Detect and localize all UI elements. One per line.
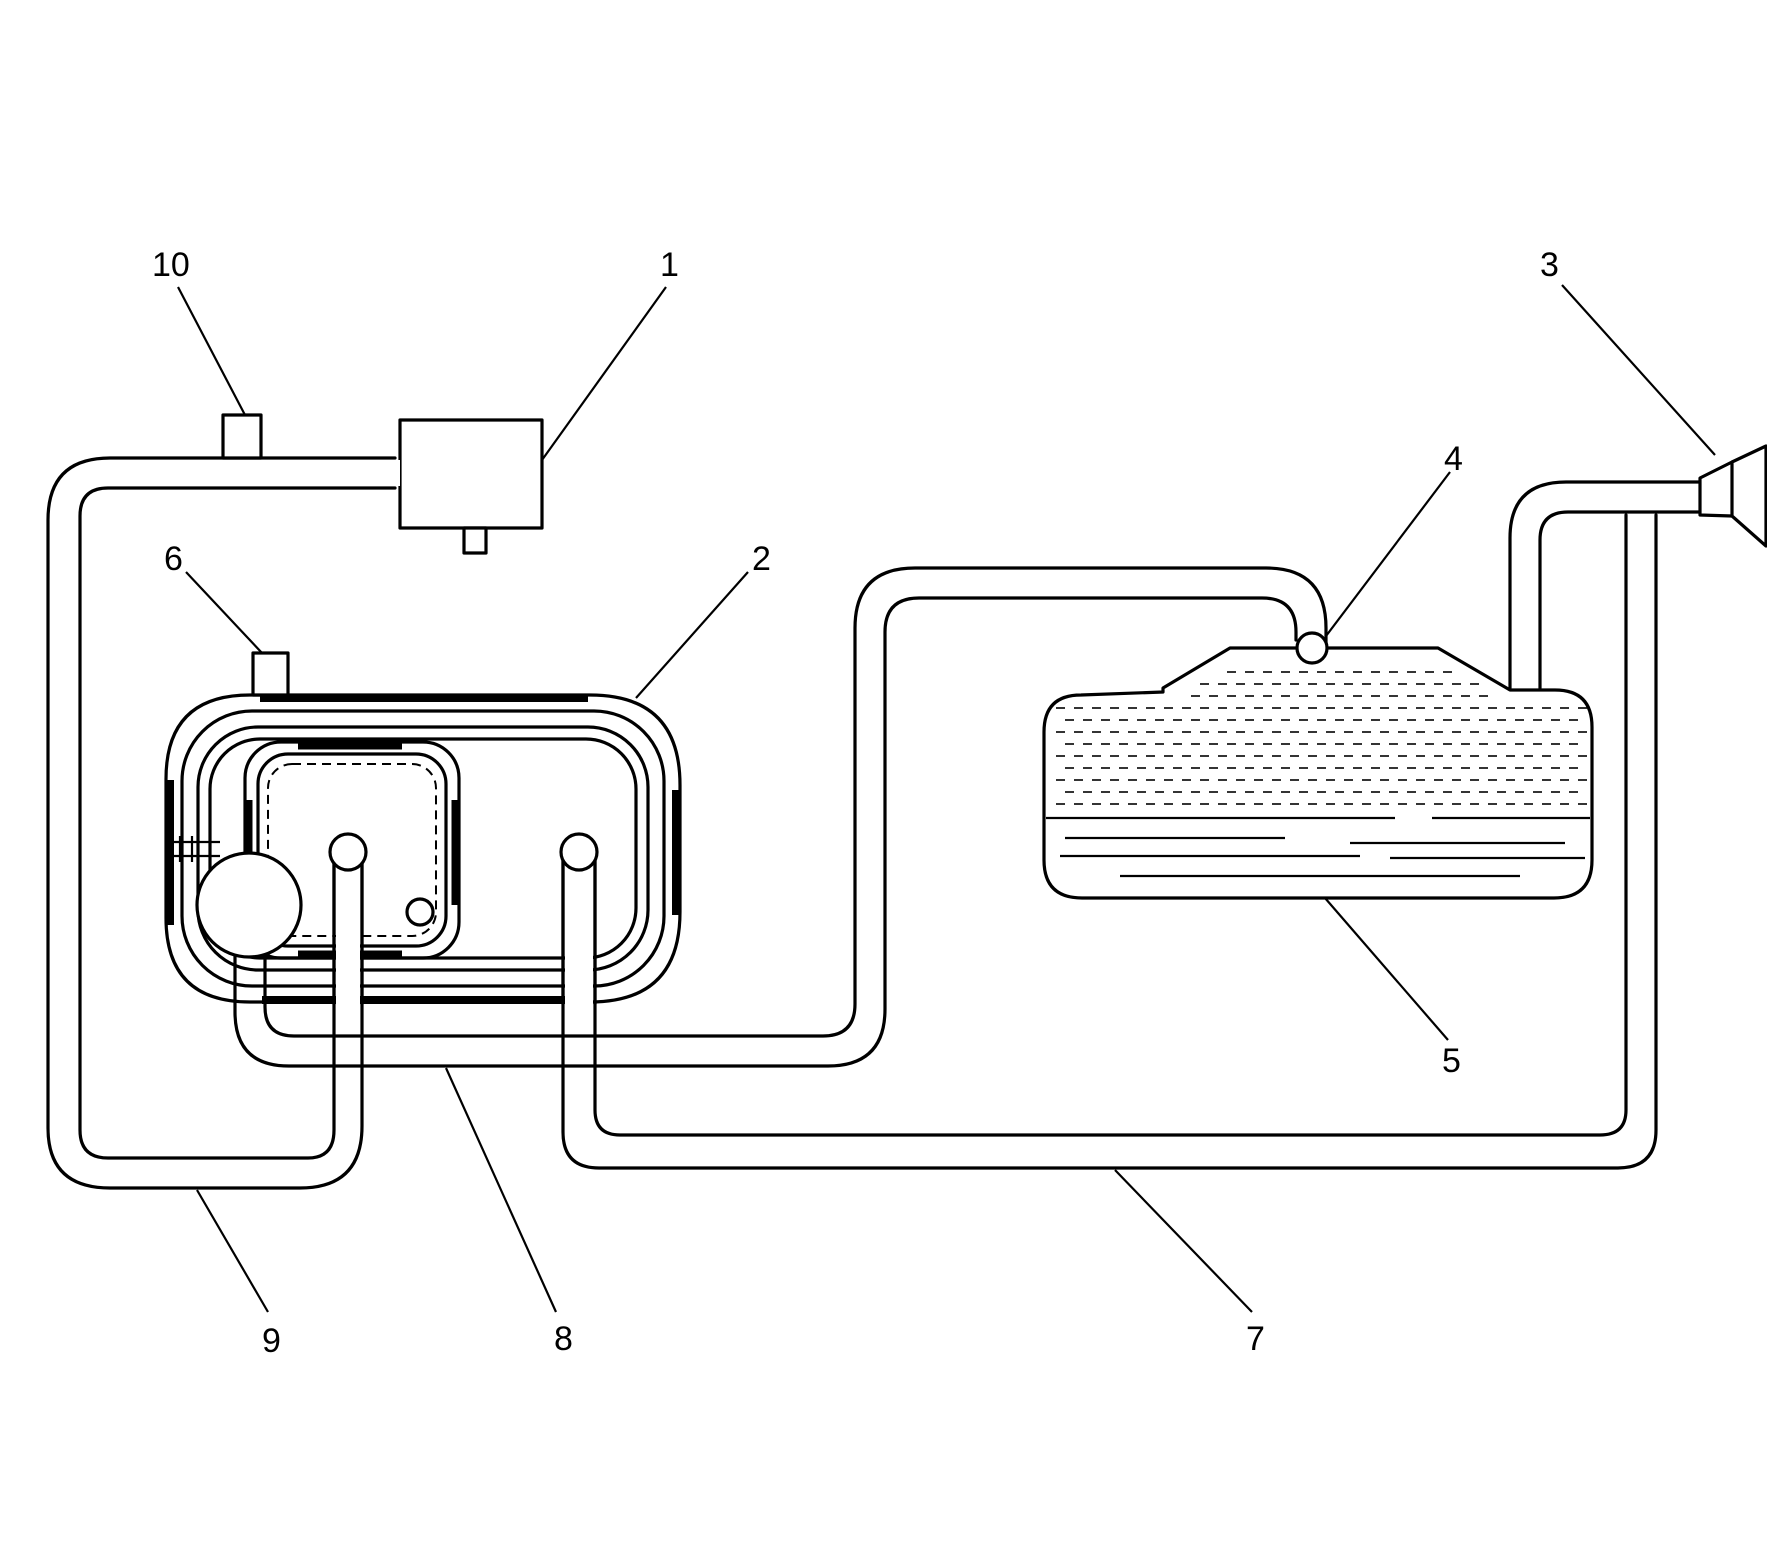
pipe-9	[46, 456, 397, 1190]
callout-6: 6	[164, 540, 183, 578]
callout-1: 1	[660, 246, 679, 284]
callout-5: 5	[1442, 1042, 1461, 1080]
callout-3: 3	[1540, 246, 1559, 284]
tank-5	[1042, 646, 1594, 900]
callout-9: 9	[262, 1322, 281, 1360]
callout-8: 8	[554, 1320, 573, 1358]
port-6	[251, 651, 290, 697]
callouts: 10 1 3 4 6 2 5 9 8 7	[152, 246, 1559, 1360]
callout-4: 4	[1444, 440, 1463, 478]
filler-neck-pipe	[1508, 480, 1702, 690]
callout-10: 10	[152, 246, 190, 284]
callout-7: 7	[1246, 1320, 1265, 1358]
vapor-dashes	[1056, 671, 1587, 805]
callout-2: 2	[752, 540, 771, 578]
pipe-8	[233, 566, 1328, 1068]
tank-pipe-stubs	[328, 832, 599, 1006]
component-1-box	[396, 418, 544, 555]
port-10	[221, 413, 263, 460]
pipe-7	[561, 513, 1658, 1170]
pump-module	[195, 851, 303, 959]
leader-lines	[177, 284, 1716, 1313]
vapor-valve-4	[1295, 631, 1329, 665]
filler-cap-3	[1698, 444, 1767, 548]
